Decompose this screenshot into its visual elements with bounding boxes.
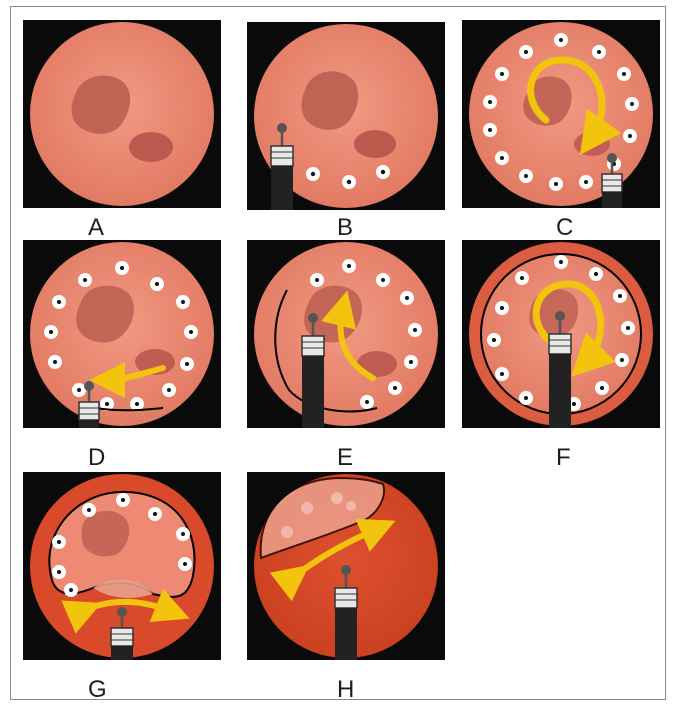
panel-label-f: F (556, 444, 571, 472)
panel-e (247, 240, 445, 428)
panel-f (462, 240, 660, 428)
panel-g (23, 472, 221, 660)
panel-label-c: C (556, 214, 574, 242)
lesion-secondary (354, 130, 396, 158)
panel-label-g: G (88, 676, 107, 704)
panel-label-b: B (337, 214, 354, 242)
panel-label-d: D (88, 444, 106, 472)
panel-label-a: A (88, 214, 105, 242)
panel-label-e: E (337, 444, 354, 472)
panel-d (23, 240, 221, 428)
panel-h (247, 472, 445, 660)
panel-b (247, 22, 445, 210)
lesion-secondary (129, 132, 173, 162)
panel-a (23, 20, 221, 208)
panel-label-h: H (337, 676, 355, 704)
lesion-main (82, 511, 130, 556)
panel-c (462, 20, 660, 208)
